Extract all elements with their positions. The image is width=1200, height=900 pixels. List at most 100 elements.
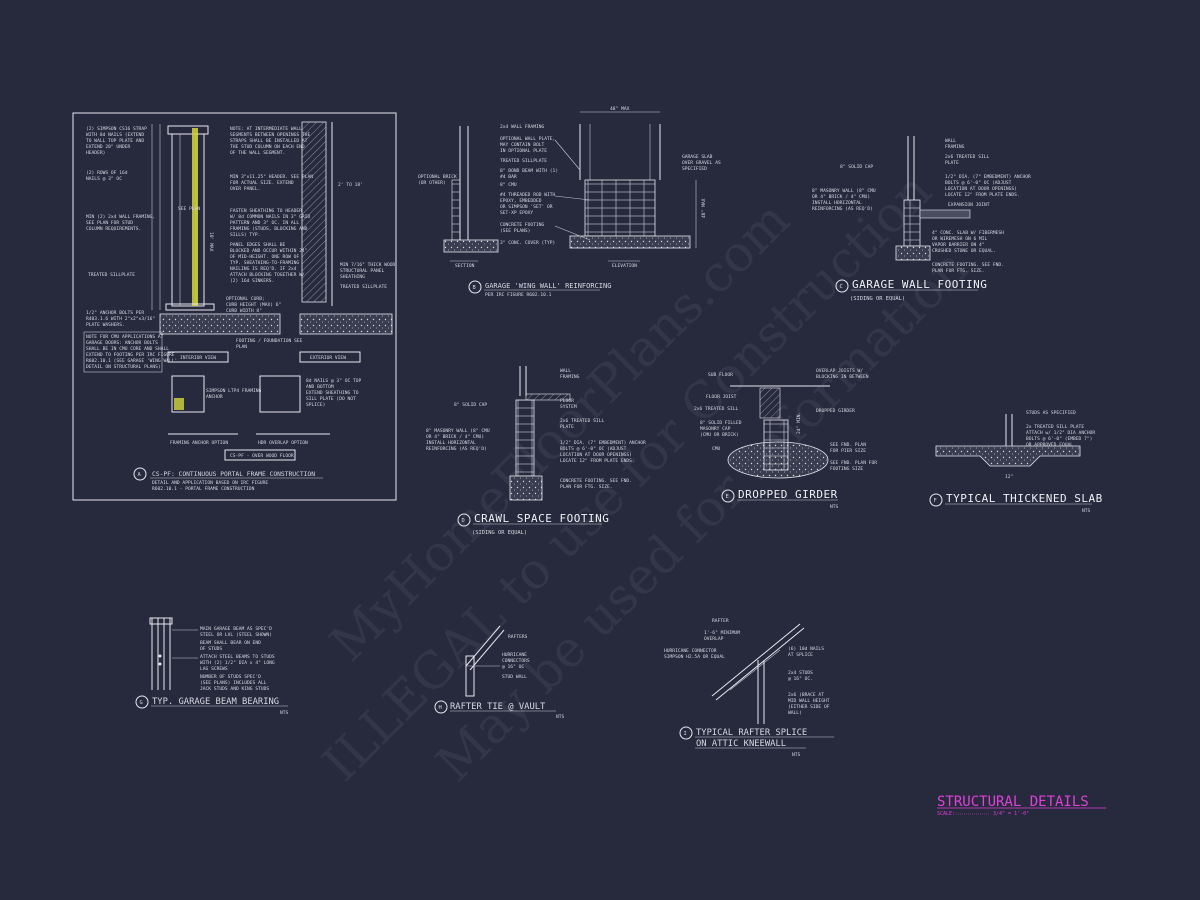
note-i-5: SIMPSON H2.5A OR EQUAL	[664, 654, 725, 660]
note-a-36: CURB HEIGHT (MAX) 6"	[226, 302, 281, 308]
detail-i-title-1: TYPICAL RAFTER SPLICE	[696, 728, 807, 738]
detail-f-tag: F	[934, 498, 937, 504]
note-a-41: STRUCTURAL PANEL	[340, 268, 384, 274]
sheet-title-block: STRUCTURAL DETAILS SCALE: 3/4" = 1'-0"	[937, 794, 1106, 817]
note-b-18: GARAGE SLAB	[682, 154, 713, 160]
note-b-19: OVER GRAVEL AS	[682, 160, 721, 166]
note-a-26: FRAMING (STUDS, BLOCKING AND	[230, 226, 308, 232]
note-c-7: BOLTS @ 6'-0" OC (ADJUST	[945, 180, 1012, 186]
note-a-49: R602.10.1 (SEE GARAGE 'WING WALL'	[86, 358, 177, 364]
note-a-40: MIN 7/16" THICK WOOD	[340, 262, 396, 268]
note-i-12: (EITHER SIDE OF	[788, 704, 830, 710]
detail-a-sub1: DETAIL AND APPLICATION BASED ON IRC FIGU…	[152, 480, 268, 486]
note-d-16: CONCRETE FOOTING. SEE FND.	[560, 478, 632, 484]
note-a-55: ANCHOR	[206, 394, 223, 400]
note-a-60: SPLICE)	[306, 402, 325, 408]
note-b-9: #4 THREADED ROD WITH	[500, 192, 556, 198]
note-c-19: CONCRETE FOOTING. SEE FND.	[932, 262, 1004, 268]
detail-c-sub: (SIDING OR EQUAL)	[850, 296, 905, 302]
note-e-6: DROPPED GIRDER	[816, 408, 855, 414]
note-a-14: PLATE WASHERS.	[86, 322, 125, 328]
note-a-12: 1/2" ANCHOR BOLTS PER	[86, 310, 144, 316]
note-d-3: 8" SOLID CAP	[454, 402, 487, 408]
note-d-14: LOCATION AT DOOR OPENINGS)	[560, 452, 632, 458]
note-b-2: OPTIONAL WALL PLATE,	[500, 136, 555, 142]
note-a-22: OVER PANEL.	[230, 186, 260, 192]
note-d-6: 2x6 TREATED SILL	[560, 418, 604, 424]
detail-g-title: TYP. GARAGE BEAM BEARING	[152, 697, 279, 707]
note-c-1: WALL	[945, 138, 956, 144]
note-a-25: PATTERN AND 3" OC. IN ALL	[230, 220, 299, 226]
detail-b-elevation-label: ELEVATION	[612, 263, 637, 269]
note-a-53: 2' TO 18'	[338, 182, 363, 188]
note-e-5: 2x6 TREATED SILL	[694, 406, 738, 412]
note-g-2: STEEL OR LVL (STEEL SHOWN)	[200, 632, 272, 638]
note-e-14: FOOTING SIZE	[830, 466, 863, 472]
detail-c-title: GARAGE WALL FOOTING	[852, 278, 987, 291]
note-a-23: FASTEN SHEATHING TO HEADER	[230, 208, 302, 214]
note-a-8: MIN (2) 2x4 WALL FRAMING,	[86, 214, 155, 220]
note-i-10: 2x6 (BRACE AT	[788, 692, 824, 698]
note-c-9: LOCATE 12" FROM PLATE ENDS.	[945, 192, 1020, 198]
note-c-20: PLAN FOR FTG. SIZE.	[932, 268, 985, 274]
note-c-14: EXPANSION JOINT	[948, 202, 990, 208]
note-g-9: (SEE PLANS) INCLUDES ALL	[200, 680, 267, 686]
note-b-5: TREATED SILLPLATE	[500, 158, 547, 164]
note-i-13: WALL)	[788, 710, 802, 716]
detail-a-portal-frame: INTERIOR VIEW EXTERIOR VIEW FRAMING ANCH…	[72, 112, 397, 501]
note-a-30: OF MID-HEIGHT. ONE ROW OF	[230, 254, 299, 260]
note-e-11: SEE FND. PLAN	[830, 442, 866, 448]
detail-e-title: DROPPED GIRDER	[738, 488, 838, 501]
note-i-7: AT SPLICE	[788, 652, 813, 658]
sheet-title: STRUCTURAL DETAILS	[937, 794, 1089, 810]
note-a-28: PANEL EDGES SHALL BE	[230, 242, 286, 248]
note-a-13: R403.1.6 WITH 2"x2"x3/16"	[86, 316, 155, 322]
note-h-3: CONNECTORS	[502, 658, 530, 664]
note-h-5: STUD WALL	[502, 674, 527, 680]
note-a-6: (2) ROWS OF 16d	[86, 170, 128, 176]
note-i-6: (6) 10d NAILS	[788, 646, 824, 652]
note-a-4: EXTEND 20" UNDER	[86, 144, 130, 150]
note-a-10: COLUMN REQUIREMENTS.	[86, 226, 141, 232]
note-a-42: SHEATHING	[340, 274, 365, 280]
note-a-46: GARAGE DOORS: ANCHOR BOLTS	[86, 340, 158, 346]
note-a-21: FOR ACTUAL SIZE. EXTEND	[230, 180, 294, 186]
note-a-3: TO WALL TOP PLATE AND	[86, 138, 144, 144]
detail-f-title: TYPICAL THICKENED SLAB	[946, 492, 1103, 505]
note-d-13: BOLTS @ 6'-0" OC (ADJUST	[560, 446, 627, 452]
detail-a-tag-circle	[133, 467, 147, 481]
note-h-2: HURRICANE	[502, 652, 527, 658]
note-b-1: 2x4 WALL FRAMING	[500, 124, 544, 130]
note-b-8: 8" CMU	[500, 182, 517, 188]
note-e-2: OVERLAP JOISTS W/	[816, 368, 863, 374]
note-d-7: PLATE	[560, 424, 574, 430]
note-e-15: 24" MIN.	[796, 412, 802, 434]
detail-e-dropped-girder: SUB FLOOR OVERLAP JOISTS W/ BLOCKING IN …	[694, 368, 877, 510]
detail-e-nts: NTS	[830, 504, 839, 510]
exterior-view-label: EXTERIOR VIEW	[310, 355, 346, 361]
scale-value: 3/4" = 1'-0"	[993, 811, 1029, 817]
note-d-1: WALL	[560, 368, 571, 374]
note-f-2: 2x TREATED SILL PLATE	[1026, 424, 1084, 430]
detail-b-section-label: SECTION	[455, 263, 475, 269]
note-g-3: BEAM SHALL BEAR ON END	[200, 640, 261, 646]
note-d-2: FRAMING	[560, 374, 580, 380]
detail-c-tag: C	[840, 284, 843, 290]
over-wood-floor: CS-PF - OVER WOOD FLOOR	[230, 453, 294, 459]
note-c-2: FRAMING	[945, 144, 965, 150]
scale-label: SCALE:	[937, 811, 955, 817]
watermark-line-2: ILLEGAL to use for Construction	[312, 161, 943, 792]
note-d-10: INSTALL HORIZONTAL	[426, 440, 476, 446]
note-g-5: ATTACH STEEL BEAMS TO STUDS	[200, 654, 275, 660]
note-a-37: CURB WIDTH 8"	[226, 308, 262, 314]
note-e-7: 8" SOLID FILLED	[700, 420, 742, 426]
note-a-32: NAILING IS REQ'D. IF 2x4	[230, 266, 297, 272]
note-e-4: FLOOR JOIST	[706, 394, 737, 400]
note-a-7: NAILS @ 3" OC	[86, 176, 122, 182]
detail-c-garage-wall-footing: WALL FRAMING 2x6 TREATED SILL PLATE 8" S…	[812, 136, 1031, 302]
note-c-12: INSTALL HORIZONTAL	[812, 200, 862, 206]
note-b-11: OR SIMPSON 'SET' OR	[500, 204, 553, 210]
note-b-16: OPTIONAL BRICK	[418, 174, 457, 180]
cmu-block-wall	[584, 179, 656, 237]
detail-a-border	[72, 112, 397, 501]
